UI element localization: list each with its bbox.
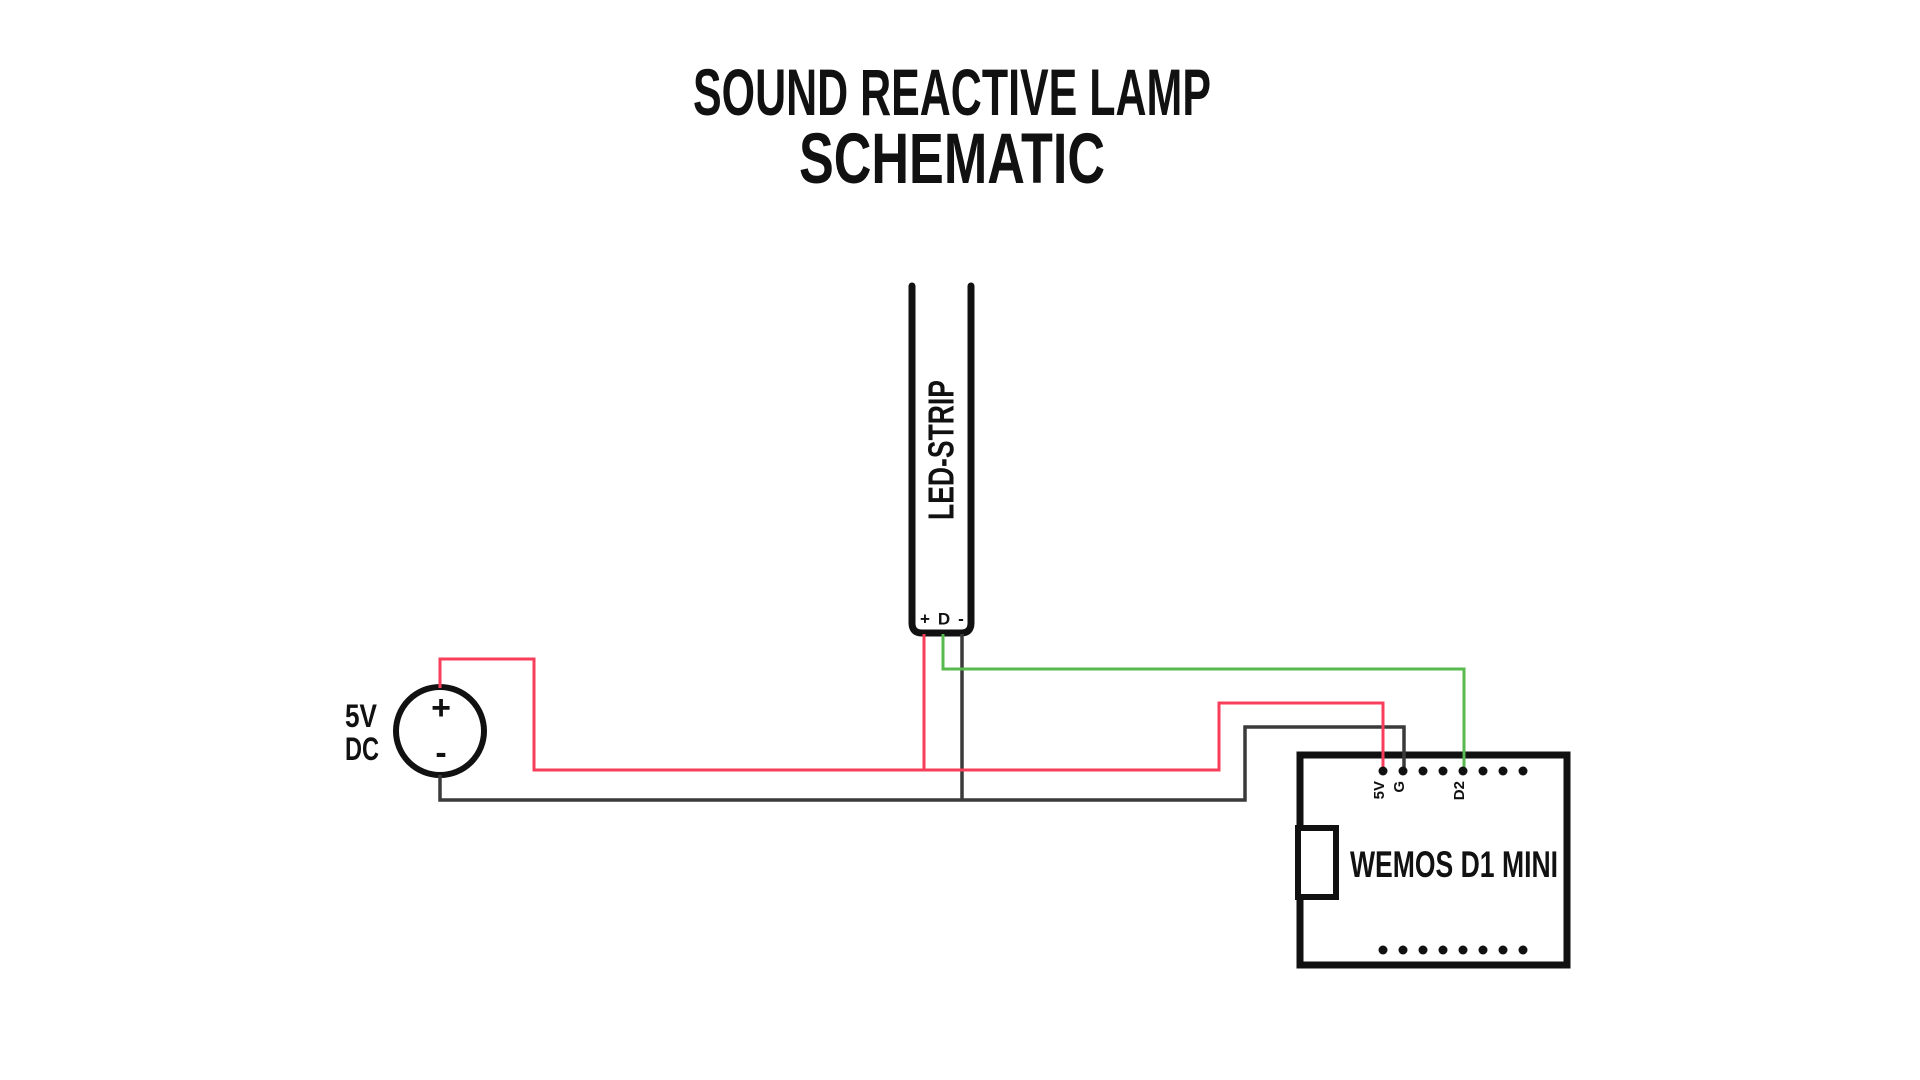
wire-data [941, 634, 1466, 771]
wemos-pin-g-label: G [1391, 781, 1408, 793]
power-source-minus: - [435, 734, 446, 772]
wires [438, 634, 1466, 802]
power-source-plus: + [431, 689, 451, 727]
pin-dot [1498, 945, 1508, 955]
pin-dot [1378, 766, 1388, 776]
led-strip-pin-plus-label: + [920, 610, 930, 629]
wire-ground-main [438, 725, 1406, 802]
pin-dot [1478, 945, 1488, 955]
wemos-pin-dots-bottom [1378, 945, 1528, 955]
wemos-pin-dots-top [1378, 766, 1528, 776]
pin-dot [1378, 945, 1388, 955]
power-source-label-dc: DC [345, 731, 379, 767]
wemos-board-outline [1296, 751, 1571, 969]
led-strip-pin-data-label: D [938, 610, 950, 629]
page-subtitle: SCHEMATIC [799, 120, 1105, 199]
pin-dot [1478, 766, 1488, 776]
led-strip-outline [908, 282, 975, 637]
pin-dot [1418, 766, 1428, 776]
pin-dot [1418, 945, 1428, 955]
wemos-d1-mini-component: WEMOS D1 MINI 5V G D2 [1295, 751, 1571, 969]
pin-dot [1518, 766, 1528, 776]
pin-dot [1458, 945, 1468, 955]
led-strip-pin-minus-label: - [958, 610, 964, 629]
power-source-label-5v: 5V [345, 698, 378, 734]
pin-dot [1398, 766, 1408, 776]
pin-dot [1518, 945, 1528, 955]
pin-dot [1398, 945, 1408, 955]
title-block: SOUND REACTIVE LAMP SCHEMATIC [693, 55, 1211, 199]
pin-dot [1438, 766, 1448, 776]
led-strip-component: LED-STRIP + D - [908, 282, 975, 637]
pin-dot [1458, 766, 1468, 776]
page-title: SOUND REACTIVE LAMP [693, 55, 1211, 129]
wemos-pin-d2-label: D2 [1451, 781, 1468, 800]
wemos-pin-5v-label: 5V [1371, 781, 1388, 799]
wire-positive-main [438, 657, 1385, 772]
usb-connector [1295, 825, 1339, 900]
wemos-board-label: WEMOS D1 MINI [1350, 844, 1558, 885]
led-strip-label: LED-STRIP [921, 380, 962, 520]
power-source-component: + - 5V DC [345, 684, 487, 778]
pin-dot [1438, 945, 1448, 955]
pin-dot [1498, 766, 1508, 776]
